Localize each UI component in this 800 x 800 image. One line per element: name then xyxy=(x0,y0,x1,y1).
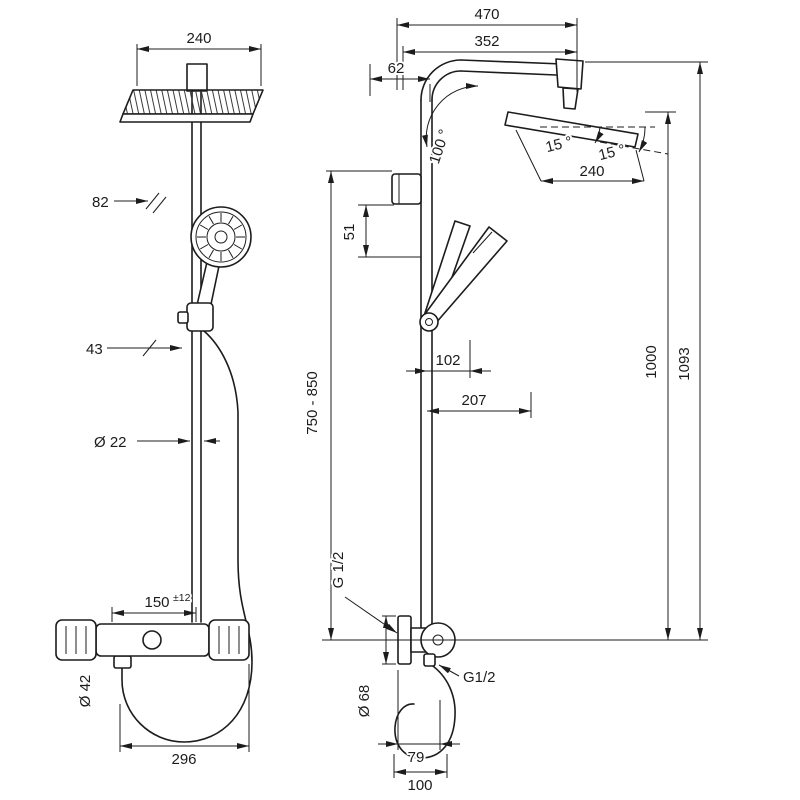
dim-label-connection-spacing: 150 xyxy=(144,594,169,611)
dim-label-overall-depth-bottom: 100 xyxy=(407,777,432,794)
dim-hand-shower-diameter: 82 xyxy=(90,192,167,214)
dim-connection-spacing: 150 ±12 xyxy=(111,590,197,622)
dim-overall-height: 1093 xyxy=(585,61,708,640)
dim-holder-reach: 207 xyxy=(427,390,532,418)
dim-head-depth: 240 xyxy=(515,129,645,184)
dim-handle-diameter: Ø 42 xyxy=(75,673,96,710)
front-slider-bracket xyxy=(186,302,214,332)
dim-label-connection-tolerance: ±12 xyxy=(173,592,191,604)
dim-label-head-tilt-upper: 15 ° xyxy=(544,133,574,156)
holder-pivot xyxy=(419,312,439,332)
dim-label-valve-depth: 79 xyxy=(408,749,425,766)
dim-label-front-overall-width: 296 xyxy=(171,751,196,768)
front-thermostat-valve xyxy=(55,619,250,661)
head-neck xyxy=(562,87,579,110)
front-slider-knob xyxy=(177,311,189,324)
side-overhead-shower xyxy=(504,111,639,148)
dim-pipe-diameter: Ø 22 xyxy=(92,432,220,453)
dim-label-hand-shower-diameter: 82 xyxy=(92,194,109,211)
side-thermostat-valve xyxy=(397,615,456,667)
dim-wall-to-pipe: 62 xyxy=(370,58,431,102)
dim-label-head-height: 1000 xyxy=(643,345,660,378)
dim-bracket-drop: 51 xyxy=(339,204,421,258)
dim-label-arm-reach: 352 xyxy=(474,33,499,50)
front-head-face xyxy=(122,89,264,115)
valve-diverter xyxy=(142,630,162,650)
front-hose-connector xyxy=(113,655,132,669)
dim-label-wall-escutcheon: Ø 68 xyxy=(356,685,373,718)
dim-label-holder-reach: 207 xyxy=(461,392,486,409)
front-view: 240 82 43 Ø 22 150 ±12 Ø 42 xyxy=(55,28,264,770)
dim-overall-depth-bottom: 100 xyxy=(393,754,448,796)
dim-label-bracket-drop: 51 xyxy=(341,224,358,241)
dim-handshower-reach: 102 xyxy=(406,340,491,378)
dim-label-handle-diameter: Ø 42 xyxy=(77,675,94,708)
dim-front-overall-width: 296 xyxy=(119,664,250,770)
side-view: 470 352 62 100 ° 15 ° 15 ° xyxy=(302,4,708,796)
dim-arm-angle: 100 ° xyxy=(421,83,479,168)
dim-label-overall-height: 1093 xyxy=(676,347,693,380)
dim-label-front-head-width: 240 xyxy=(186,30,211,47)
dim-front-head-width: 240 xyxy=(136,28,262,86)
dim-valve-depth: 79 xyxy=(378,670,460,768)
side-shower-hose xyxy=(394,663,456,759)
dim-head-height: 1000 xyxy=(641,111,676,640)
dim-label-adjustable-height: 750 - 850 xyxy=(304,371,321,434)
dim-label-head-depth: 240 xyxy=(579,163,604,180)
dim-label-supply-thread: G 1/2 xyxy=(330,552,347,589)
dim-label-pipe-diameter: Ø 22 xyxy=(94,434,127,451)
front-shower-assembly xyxy=(55,63,264,743)
dim-label-slider-offset: 43 xyxy=(86,341,103,358)
front-overhead-shower xyxy=(119,63,264,123)
front-shower-hose xyxy=(121,330,253,743)
front-riser-pipe xyxy=(191,90,202,623)
head-pivot-joint xyxy=(555,58,584,90)
front-hand-shower xyxy=(190,206,252,310)
dim-slider-offset: 43 xyxy=(84,339,182,360)
dim-label-arm-angle: 100 ° xyxy=(426,127,453,166)
side-hand-shower xyxy=(419,220,508,332)
hand-shower-spray-ring xyxy=(197,213,245,261)
dim-label-handshower-reach: 102 xyxy=(435,352,460,369)
dim-label-hose-thread: G1/2 xyxy=(463,669,496,686)
dim-hose-thread: G1/2 xyxy=(438,664,498,688)
dim-wall-escutcheon: Ø 68 xyxy=(354,615,396,719)
dim-label-head-tilt-lower: 15 ° xyxy=(597,141,627,164)
dim-overall-reach: 470 xyxy=(396,4,578,92)
dim-supply-thread: G 1/2 xyxy=(328,550,398,634)
dim-label-overall-reach: 470 xyxy=(474,6,499,23)
front-head-connector xyxy=(186,63,208,92)
dim-label-wall-to-pipe: 62 xyxy=(388,60,405,77)
front-head-plate xyxy=(119,113,254,123)
dim-arm-reach: 352 xyxy=(402,31,577,90)
hose-nut xyxy=(423,653,436,667)
wall-bracket xyxy=(391,173,422,205)
